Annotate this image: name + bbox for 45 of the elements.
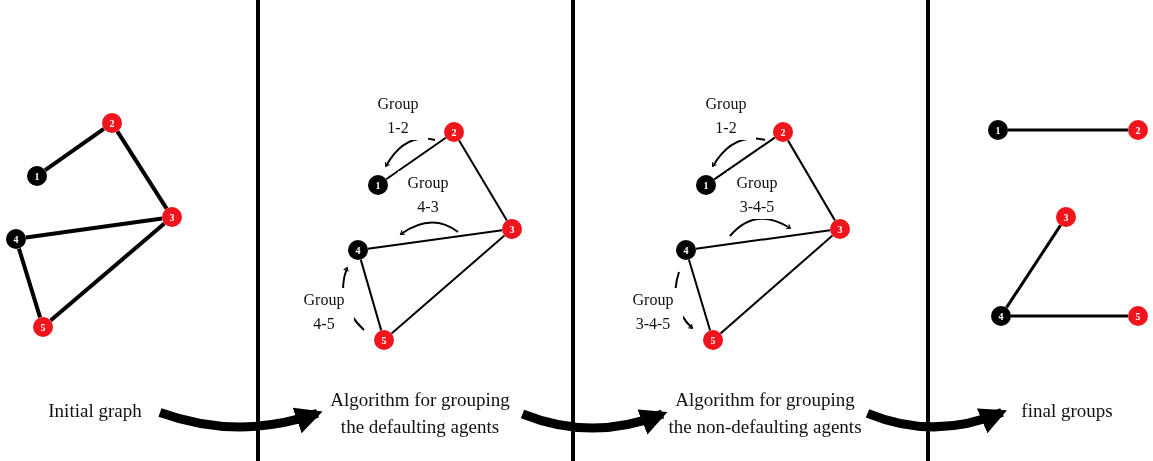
graph-node: 5 — [703, 330, 723, 350]
graph-node: 3 — [502, 219, 522, 239]
graph-node: 3 — [830, 219, 850, 239]
arrow — [158, 407, 323, 433]
graph-node: 4 — [676, 240, 696, 260]
edge-line — [1005, 224, 1062, 309]
graph-node: 5 — [33, 317, 53, 337]
graph-node: 3 — [162, 207, 182, 227]
arrow — [865, 407, 1008, 433]
graph-node: 5 — [1128, 306, 1148, 326]
graph-node: 1 — [27, 166, 47, 186]
edge-line — [390, 234, 506, 335]
graph-node: 3 — [1056, 207, 1076, 227]
edge-line — [1008, 128, 1128, 132]
edge-line — [366, 229, 504, 250]
graph-node: 4 — [6, 229, 26, 249]
edge-line — [25, 216, 163, 240]
graph-node: 2 — [102, 113, 122, 133]
graph-node: 2 — [773, 122, 793, 142]
edge-line — [359, 258, 383, 332]
edge-line — [44, 127, 105, 172]
edge-line — [115, 130, 169, 210]
graph-node: 1 — [696, 175, 716, 195]
edge-line — [719, 234, 834, 335]
edge-line — [1011, 314, 1128, 318]
edge-line — [385, 136, 447, 181]
arrow — [520, 408, 668, 435]
caption-text: Algorithm for grouping the non-defaulting agents — [662, 386, 868, 440]
caption-text: Algorithm for grouping the defaulting agents — [317, 386, 523, 440]
graph-node: 5 — [374, 330, 394, 350]
edge-line — [687, 258, 712, 332]
graph-node: 1 — [988, 120, 1008, 140]
edge-line — [17, 247, 42, 319]
edge-line — [694, 229, 832, 250]
graph-node: 1 — [368, 175, 388, 195]
graph-node: 4 — [991, 306, 1011, 326]
edge-line — [787, 139, 836, 222]
graph-node: 4 — [348, 240, 368, 260]
edge-line — [713, 136, 776, 181]
caption-text: final groups — [1002, 397, 1132, 424]
edge-line — [49, 221, 166, 323]
caption-text: Initial graph — [30, 397, 160, 424]
graph-node: 2 — [1128, 120, 1148, 140]
graph-node: 2 — [444, 122, 464, 142]
edge-line — [458, 139, 508, 222]
